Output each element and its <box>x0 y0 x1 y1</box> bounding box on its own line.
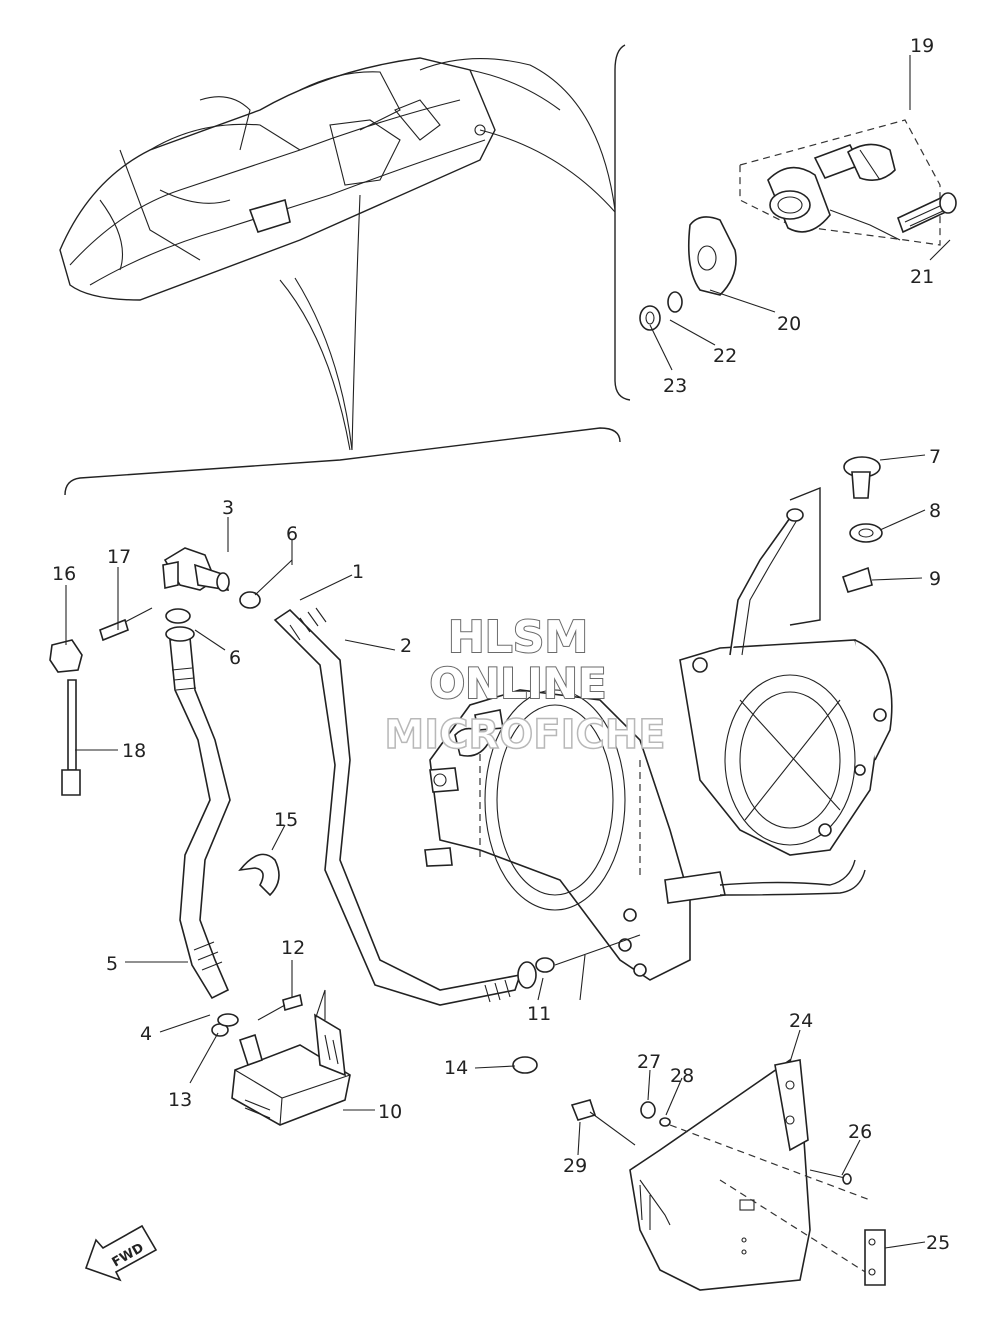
hose-5 <box>165 626 231 1000</box>
leader-lines <box>65 55 951 1249</box>
clip-16-17-18 <box>49 607 153 796</box>
callout-26: 26 <box>848 1121 872 1143</box>
outlet-hose <box>729 514 793 656</box>
callout-1: 1 <box>352 561 364 583</box>
callout-6b: 6 <box>229 647 241 669</box>
callout-16: 16 <box>52 563 76 585</box>
callout-labels: 1 2 3 4 5 6 6 7 8 9 10 11 12 13 14 15 16… <box>52 35 950 1254</box>
callout-5: 5 <box>106 953 118 975</box>
callout-4: 4 <box>140 1023 152 1045</box>
clamp-14 <box>512 1056 538 1074</box>
callout-12: 12 <box>281 937 305 959</box>
callout-8: 8 <box>929 500 941 522</box>
watermark-line2: ONLINE <box>429 659 606 708</box>
watermark: HLSM ONLINE MICROFICHE <box>384 611 667 759</box>
plug-7-8-9 <box>841 456 883 593</box>
callout-15: 15 <box>274 809 298 831</box>
callout-3: 3 <box>222 497 234 519</box>
callout-29: 29 <box>563 1155 587 1177</box>
callout-6a: 6 <box>286 523 298 545</box>
callout-21: 21 <box>910 266 934 288</box>
callout-14: 14 <box>444 1057 468 1079</box>
band-15 <box>238 853 280 897</box>
callout-11: 11 <box>527 1003 551 1025</box>
watermark-line3: MICROFICHE <box>384 712 665 758</box>
callout-18: 18 <box>122 740 146 762</box>
callout-27: 27 <box>637 1051 661 1073</box>
pump-cover-24 <box>570 1058 886 1291</box>
callout-20: 20 <box>777 313 801 335</box>
intake-housing <box>424 689 726 981</box>
callout-25: 25 <box>926 1232 950 1254</box>
callout-22: 22 <box>713 345 737 367</box>
fittings-3-6 <box>162 547 261 624</box>
hose-1-2 <box>273 607 537 1006</box>
callout-28: 28 <box>670 1065 694 1087</box>
callout-17: 17 <box>107 546 131 568</box>
sensor-box-10 <box>211 989 351 1126</box>
callout-23: 23 <box>663 375 687 397</box>
jet-pump-housing <box>679 639 893 856</box>
fwd-arrow-icon: FWD <box>84 1224 158 1282</box>
inset-bracket-bottom <box>64 427 621 496</box>
callout-9: 9 <box>929 568 941 590</box>
callout-2: 2 <box>400 635 412 657</box>
drain-plug-assembly <box>639 119 957 331</box>
clamp-11 <box>535 957 555 973</box>
callout-24: 24 <box>789 1010 813 1032</box>
callout-7: 7 <box>929 446 941 468</box>
callout-19: 19 <box>910 35 934 57</box>
watercraft-overview <box>59 57 616 451</box>
watermark-line1: HLSM <box>448 612 588 663</box>
inset-bracket-right <box>614 44 631 401</box>
callout-13: 13 <box>168 1089 192 1111</box>
callout-10: 10 <box>378 1101 402 1123</box>
